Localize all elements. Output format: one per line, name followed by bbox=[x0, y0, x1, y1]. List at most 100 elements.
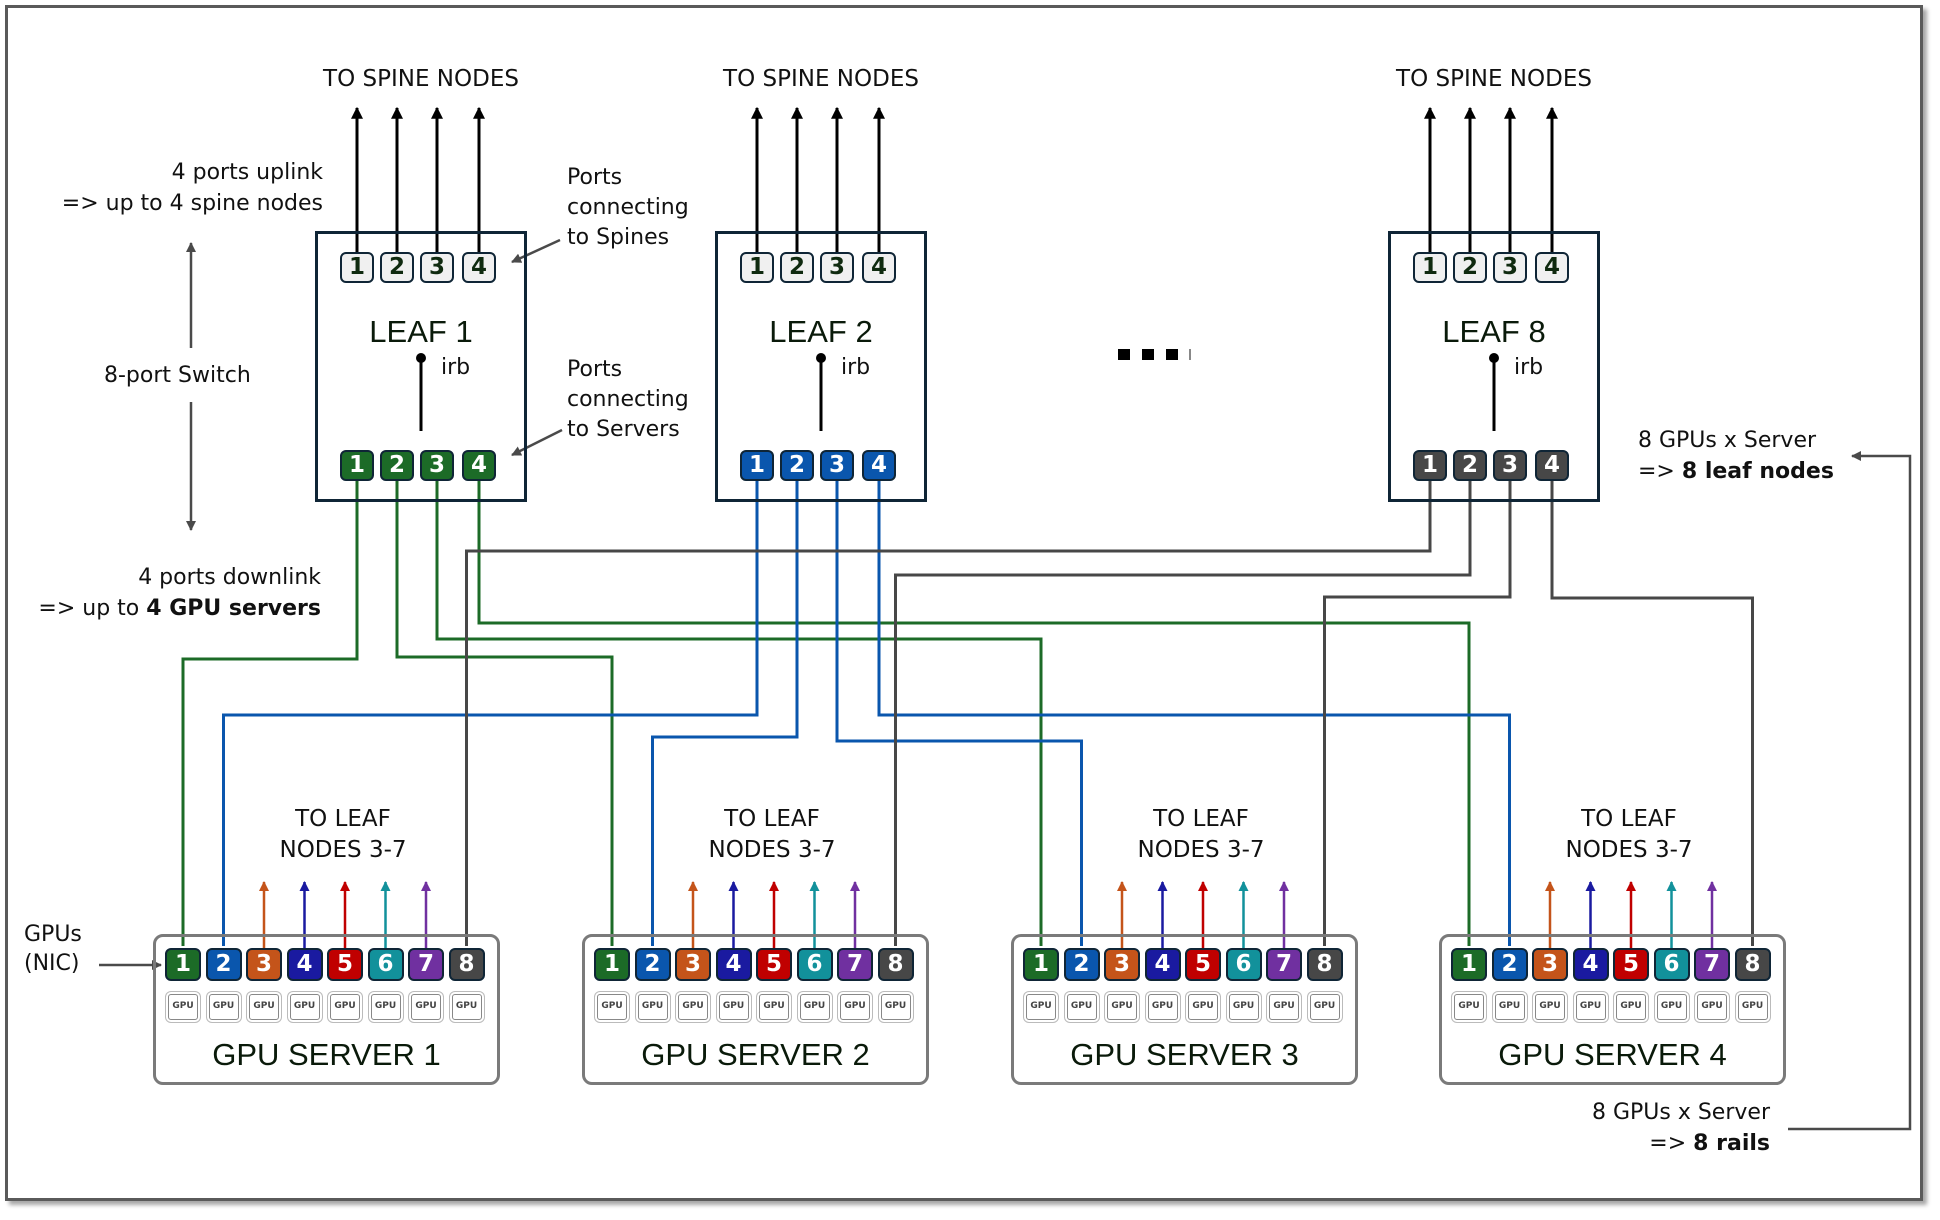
gpu-nic-port[interactable]: 4 bbox=[1572, 948, 1609, 981]
uplink-port[interactable]: 4 bbox=[462, 252, 496, 283]
uplink-port[interactable]: 1 bbox=[740, 252, 774, 283]
leaf-nodes-bold: 8 leaf nodes bbox=[1681, 459, 1834, 484]
gpu-nic-port[interactable]: 1 bbox=[1023, 948, 1059, 981]
spine-caption: TO SPINE NODES bbox=[1396, 66, 1592, 92]
gpu-nic-port[interactable]: 3 bbox=[246, 948, 282, 981]
gpu-server-title: GPU SERVER 4 bbox=[1498, 1037, 1727, 1072]
spine-uplink-arrows bbox=[351, 106, 1558, 431]
uplink-port[interactable]: 2 bbox=[780, 252, 814, 283]
irb-dot bbox=[1489, 353, 1499, 363]
gpu-nic-port[interactable]: 8 bbox=[1734, 948, 1771, 981]
gpu-nic-port[interactable]: 8 bbox=[1306, 948, 1343, 981]
downlink-port[interactable]: 3 bbox=[1493, 450, 1527, 481]
gpu-chip-icon: GPU bbox=[1616, 994, 1646, 1020]
rails-bold: 8 rails bbox=[1693, 1131, 1770, 1156]
rails-line1: 8 GPUs x Server bbox=[1591, 1100, 1770, 1125]
leaf-server-links bbox=[181, 478, 1754, 946]
leaf-to-server-link bbox=[894, 478, 1472, 946]
rails-prefix: => bbox=[1649, 1131, 1694, 1156]
gpu-nic-port[interactable]: 1 bbox=[1451, 948, 1487, 981]
gpu-nic-port[interactable]: 8 bbox=[877, 948, 914, 981]
uplink-port[interactable]: 4 bbox=[1535, 252, 1569, 283]
gpu-chip-icon: GPU bbox=[1697, 994, 1727, 1020]
leaf-nodes-line1: 8 GPUs x Server bbox=[1638, 428, 1817, 453]
gpu-chip-icon: GPU bbox=[759, 994, 789, 1020]
leaf-to-server-link bbox=[465, 478, 1432, 946]
gpu-nic-port[interactable]: 2 bbox=[1063, 948, 1100, 981]
gpu-nic-port[interactable]: 1 bbox=[165, 948, 201, 981]
leaf-to-server-link bbox=[651, 478, 799, 946]
to-leaf-caption-line2: NODES 3-7 bbox=[1137, 837, 1265, 863]
leaf-to-server-link bbox=[435, 478, 1043, 946]
gpu-nic-port[interactable]: 7 bbox=[408, 948, 444, 981]
gpu-nic-port[interactable]: 3 bbox=[1104, 948, 1140, 981]
uplink-port[interactable]: 1 bbox=[1413, 252, 1447, 283]
gpu-nic-port[interactable]: 6 bbox=[367, 948, 404, 981]
gpu-nic-port[interactable]: 3 bbox=[675, 948, 711, 981]
downlink-port[interactable]: 1 bbox=[340, 450, 374, 481]
downlink-port[interactable]: 1 bbox=[740, 450, 774, 481]
gpu-nic-port[interactable]: 4 bbox=[715, 948, 752, 981]
gpu-nic-port[interactable]: 6 bbox=[1653, 948, 1690, 981]
gpu-chip-icon: GPU bbox=[718, 994, 749, 1020]
gpu-nic-port[interactable]: 7 bbox=[837, 948, 873, 981]
downlink-port[interactable]: 2 bbox=[1453, 450, 1487, 481]
gpu-nic-port[interactable]: 4 bbox=[286, 948, 323, 981]
downlink-port[interactable]: 3 bbox=[820, 450, 854, 481]
gpu-nic-port[interactable]: 6 bbox=[796, 948, 833, 981]
uplink-port[interactable]: 2 bbox=[380, 252, 414, 283]
downlink-port[interactable]: 4 bbox=[462, 450, 496, 481]
downlink-port[interactable]: 3 bbox=[420, 450, 454, 481]
irb-dot bbox=[416, 353, 426, 363]
gpu-chip-icon: GPU bbox=[1147, 994, 1178, 1020]
ellipsis-dot bbox=[1118, 349, 1130, 360]
gpu-nic-port[interactable]: 3 bbox=[1532, 948, 1568, 981]
gpu-chip-icon: GPU bbox=[880, 994, 911, 1020]
gpu-nic-port[interactable]: 5 bbox=[756, 948, 792, 981]
gpu-nic-port[interactable]: 6 bbox=[1225, 948, 1262, 981]
gpu-nic-port[interactable]: 5 bbox=[1613, 948, 1649, 981]
uplink-port[interactable]: 4 bbox=[862, 252, 896, 283]
gpu-nic-port[interactable]: 2 bbox=[634, 948, 671, 981]
gpu-nic-port[interactable]: 2 bbox=[1491, 948, 1528, 981]
gpu-nic-port[interactable]: 1 bbox=[594, 948, 630, 981]
gpu-chip-icon: GPU bbox=[289, 994, 320, 1020]
uplink-port[interactable]: 3 bbox=[1493, 252, 1527, 283]
gpu-chip-icon: GPU bbox=[1228, 994, 1259, 1020]
downlink-port[interactable]: 1 bbox=[1413, 450, 1447, 481]
gpu-nic-port[interactable]: 5 bbox=[327, 948, 363, 981]
gpu-nic-port[interactable]: 4 bbox=[1144, 948, 1181, 981]
gpu-nic-port[interactable]: 5 bbox=[1185, 948, 1221, 981]
spines-pointer-arrow bbox=[511, 238, 561, 264]
downlink-port[interactable]: 4 bbox=[1535, 450, 1569, 481]
downlink-port[interactable]: 2 bbox=[380, 450, 414, 481]
gpu-nic-port[interactable]: 2 bbox=[205, 948, 242, 981]
uplink-port[interactable]: 1 bbox=[340, 252, 374, 283]
gpu-nic-port[interactable]: 7 bbox=[1694, 948, 1730, 981]
uplink-port[interactable]: 2 bbox=[1453, 252, 1487, 283]
downlink-port[interactable]: 2 bbox=[780, 450, 814, 481]
uplink-port[interactable]: 3 bbox=[820, 252, 854, 283]
to-leaf-caption-line2: NODES 3-7 bbox=[279, 837, 407, 863]
rails-to-leaves-arrow bbox=[1788, 451, 1912, 1131]
gpu-nic-port[interactable]: 7 bbox=[1266, 948, 1302, 981]
gpu-chip-icon: GPU bbox=[678, 994, 708, 1020]
leaf-nodes-annotation: 8 GPUs x Server => 8 leaf nodes bbox=[1638, 425, 1834, 487]
downlink-bold: 4 GPU servers bbox=[146, 596, 321, 621]
rails-line2: => 8 rails bbox=[1592, 1128, 1770, 1159]
uplink-port[interactable]: 3 bbox=[420, 252, 454, 283]
irb-label: irb bbox=[1514, 355, 1544, 380]
downlink-port[interactable]: 4 bbox=[862, 450, 896, 481]
gpu-nic-port[interactable]: 8 bbox=[448, 948, 485, 981]
gpu-chip-icon: GPU bbox=[1575, 994, 1606, 1020]
gpu-chip-icon: GPU bbox=[1737, 994, 1768, 1020]
